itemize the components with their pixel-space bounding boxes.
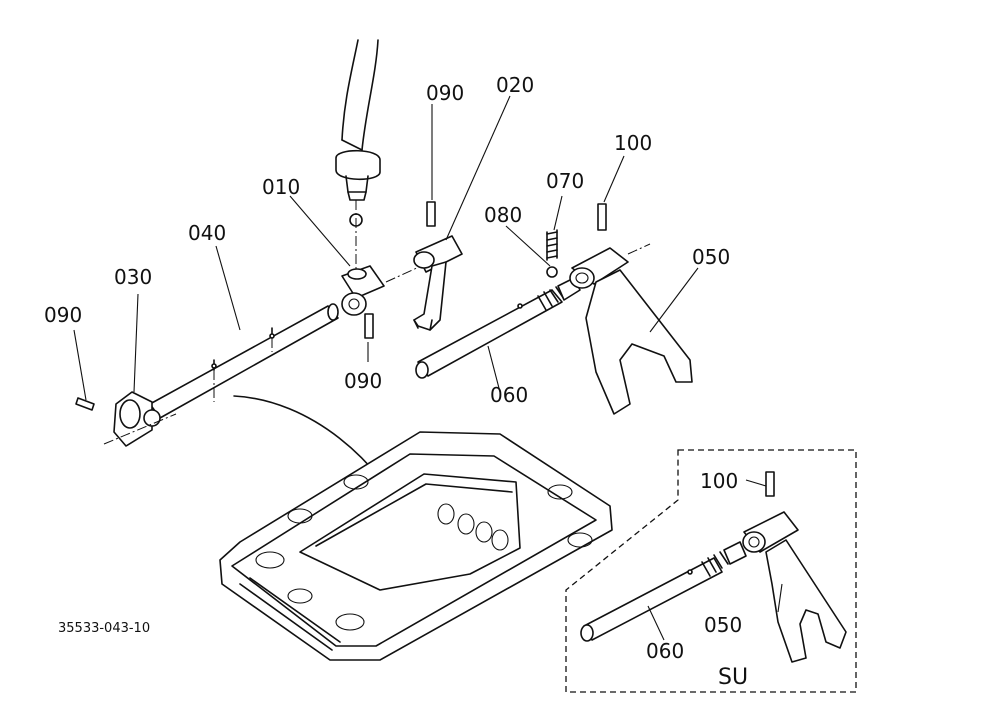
label-050-top: 050 [692, 245, 730, 269]
label-010: 010 [262, 175, 300, 199]
part-090-pins [75, 201, 436, 411]
diagram-code: 35533-043-10 [58, 621, 150, 636]
label-100-su: 100 [700, 469, 738, 493]
part-050-shift-fork-top [569, 203, 693, 415]
part-040-shift-rod [149, 303, 339, 419]
label-080: 080 [484, 203, 522, 227]
label-090-top: 090 [426, 81, 464, 105]
label-060-top: 060 [490, 383, 528, 407]
leader-lines [73, 95, 783, 641]
label-040: 040 [188, 221, 226, 245]
part-020-shift-arm [413, 235, 463, 331]
label-060-su: 060 [646, 639, 684, 663]
part-100-pin-su [765, 471, 775, 497]
part-060-fork-rod-top [415, 277, 581, 379]
part-080-ball [546, 266, 558, 278]
part-030-joint-block [103, 391, 177, 447]
transmission-case-frame [219, 431, 613, 661]
part-labels: 010 020 030 040 050 050 060 060 070 080 … [44, 73, 748, 690]
label-020: 020 [496, 73, 534, 97]
part-010-lever-holder [341, 261, 431, 316]
label-030: 030 [114, 265, 152, 289]
label-050-su: 050 [704, 613, 742, 637]
part-050-shift-fork-su [742, 511, 847, 663]
subassembly-label: SU [718, 665, 748, 690]
label-090-left: 090 [44, 303, 82, 327]
label-070: 070 [546, 169, 584, 193]
part-060-fork-rod-su [580, 541, 747, 642]
label-100-top: 100 [614, 131, 652, 155]
label-090-mid: 090 [344, 369, 382, 393]
subassembly-box [565, 449, 857, 693]
shift-lever [335, 39, 381, 270]
part-070-spring [546, 229, 558, 261]
